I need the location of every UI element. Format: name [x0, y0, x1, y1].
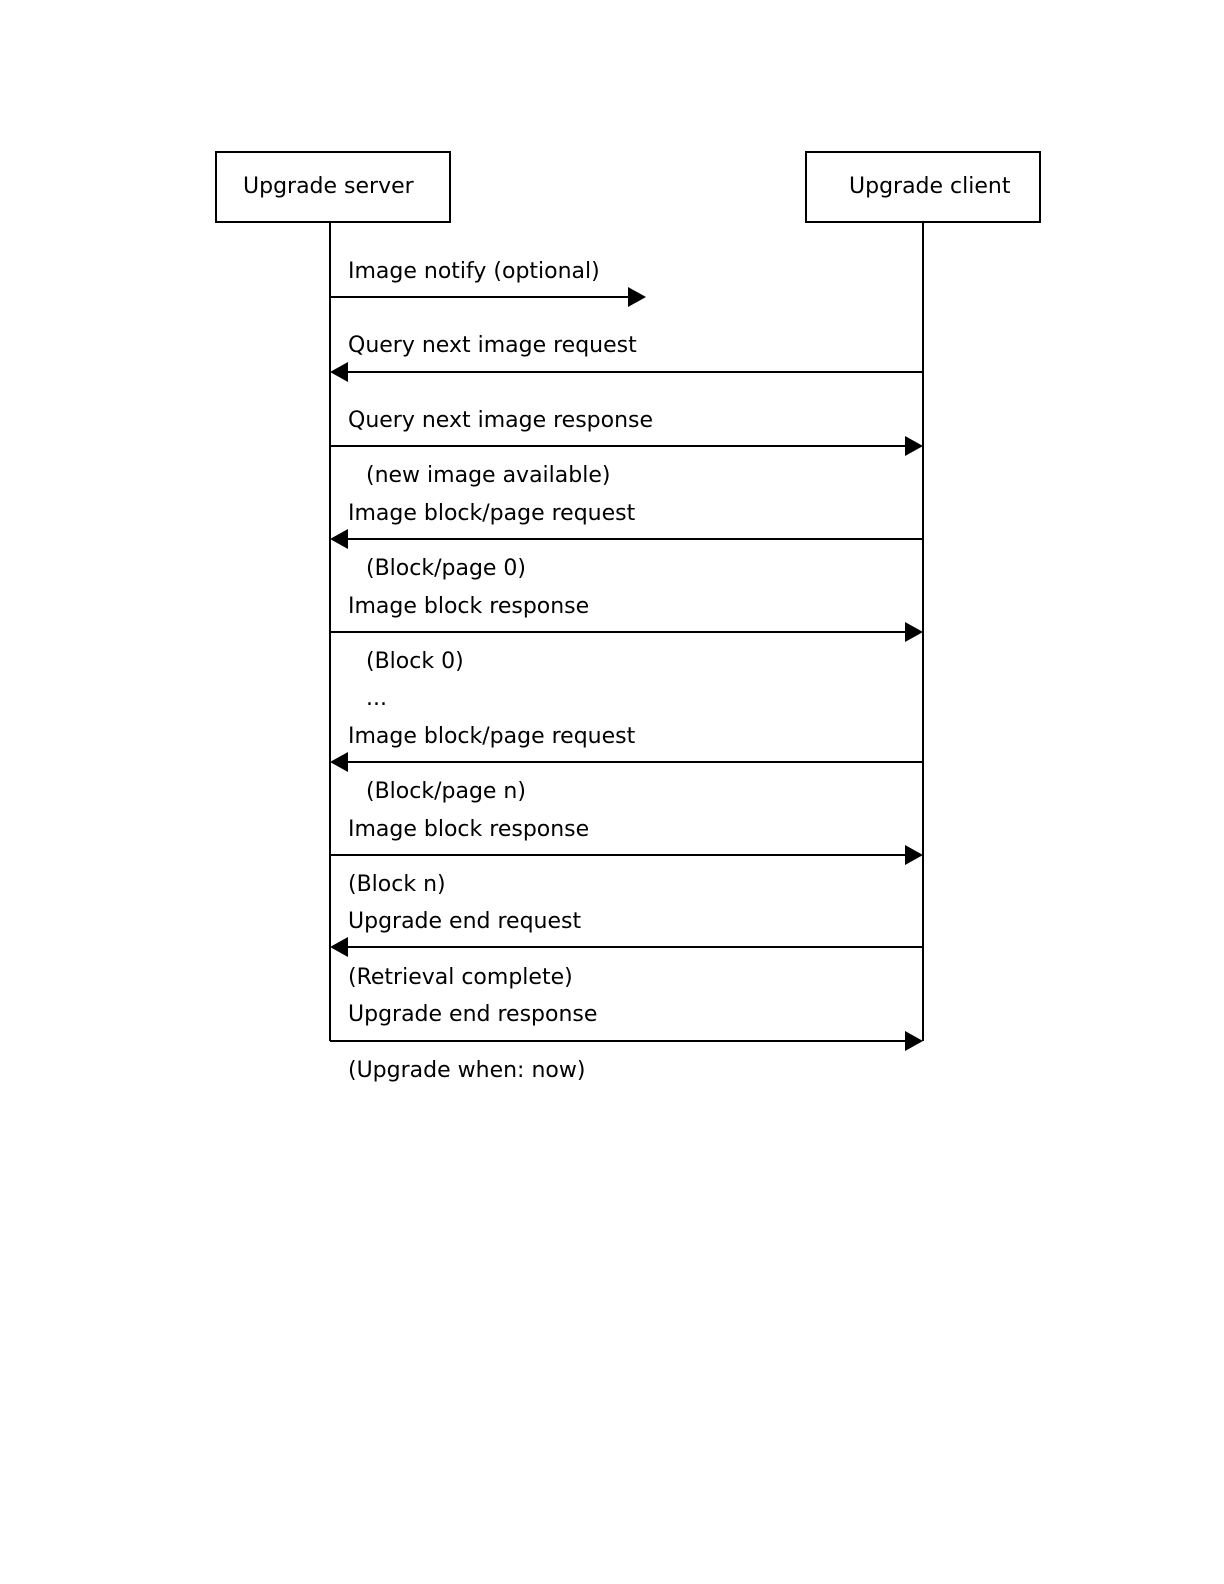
client-label: Upgrade client [849, 174, 1011, 199]
message-label: Upgrade end request [348, 909, 581, 934]
message-upgrade-end-response: Upgrade end response [330, 1002, 923, 1051]
message-label: Query next image response [348, 408, 653, 433]
note-block-page-n: (Block/page n) [366, 779, 526, 804]
arrow-left-icon [330, 937, 348, 957]
arrow-right-icon [905, 622, 923, 642]
message-label: Image block/page request [348, 724, 636, 749]
note-block-page-0: (Block/page 0) [366, 556, 526, 581]
arrow-right-icon [905, 845, 923, 865]
note-block-0: (Block 0) [366, 649, 464, 674]
message-label: Query next image request [348, 333, 637, 358]
server-box [215, 151, 451, 223]
message-image-notify: Image notify (optional) [330, 259, 646, 307]
arrow-left-icon [330, 752, 348, 772]
message-label: Image block/page request [348, 501, 636, 526]
note-ellipsis: ... [366, 686, 387, 711]
server-label: Upgrade server [243, 174, 415, 199]
note-retrieval-complete: (Retrieval complete) [348, 965, 573, 990]
arrow-left-icon [330, 529, 348, 549]
arrow-right-icon [905, 436, 923, 456]
message-label: Image block response [348, 594, 589, 619]
arrow-right-icon [905, 1031, 923, 1051]
message-image-block-page-request-n: Image block/page request [330, 724, 923, 772]
note-upgrade-when-now: (Upgrade when: now) [348, 1058, 585, 1083]
message-image-block-page-request-0: Image block/page request [330, 501, 923, 549]
arrow-left-icon [330, 362, 348, 382]
message-label: Upgrade end response [348, 1002, 597, 1027]
client-box [805, 151, 1041, 223]
message-query-next-image-request: Query next image request [330, 333, 923, 382]
message-image-block-response-n: Image block response [330, 817, 923, 865]
message-label: Image block response [348, 817, 589, 842]
message-upgrade-end-request: Upgrade end request [330, 909, 923, 957]
arrow-right-icon [628, 287, 646, 307]
message-label: Image notify (optional) [348, 259, 600, 284]
note-new-image-available: (new image available) [366, 463, 610, 488]
message-query-next-image-response: Query next image response [330, 408, 923, 456]
note-block-n: (Block n) [348, 872, 446, 897]
message-image-block-response-0: Image block response [330, 594, 923, 642]
